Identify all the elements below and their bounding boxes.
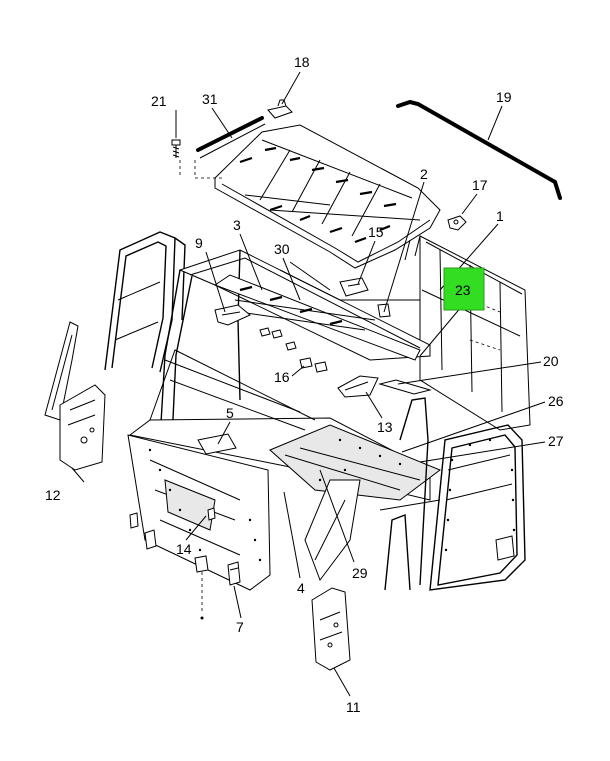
callout-17[interactable]: 17 — [472, 177, 488, 193]
callout-19[interactable]: 19 — [496, 89, 512, 105]
callout-5[interactable]: 5 — [226, 405, 234, 421]
screw-21 — [171, 139, 181, 178]
callout-14[interactable]: 14 — [176, 541, 192, 557]
pillar-trim — [44, 321, 79, 421]
bracket-9 — [214, 304, 251, 326]
callout-15[interactable]: 15 — [368, 224, 384, 240]
callout-26[interactable]: 26 — [548, 393, 564, 409]
callout-29[interactable]: 29 — [352, 565, 368, 581]
panel-13 — [337, 375, 379, 398]
callout-13[interactable]: 13 — [377, 419, 393, 435]
clips-16 — [259, 327, 328, 373]
callout-1[interactable]: 1 — [496, 208, 504, 224]
clip-18 — [267, 99, 293, 119]
loose-part-14b — [144, 529, 157, 550]
left-door-frame — [104, 231, 186, 373]
callout-23[interactable]: 23 — [455, 282, 471, 298]
callout-31[interactable]: 31 — [202, 91, 218, 107]
callout-labels: 18 21 31 19 2 17 1 15 3 9 30 23 20 16 13… — [45, 54, 564, 715]
side-panel-12 — [59, 384, 106, 471]
plate-5 — [197, 433, 237, 455]
rear-wall — [404, 235, 531, 431]
callout-30[interactable]: 30 — [274, 241, 290, 257]
roof-trim-left — [194, 116, 266, 179]
right-door — [429, 424, 526, 591]
roof-trim-right — [396, 99, 562, 200]
corner-panel-11 — [311, 587, 351, 671]
bracket-7 — [227, 561, 241, 586]
callout-18[interactable]: 18 — [294, 54, 310, 70]
clip-17 — [447, 215, 467, 231]
loose-part-clip — [194, 555, 209, 620]
callout-2[interactable]: 2 — [420, 166, 428, 182]
callout-11[interactable]: 11 — [346, 699, 361, 715]
leader-lines — [71, 71, 546, 697]
callout-7[interactable]: 7 — [236, 619, 244, 635]
roof-bows — [213, 261, 421, 361]
callout-3[interactable]: 3 — [233, 217, 241, 233]
callout-21[interactable]: 21 — [151, 93, 167, 109]
callout-16[interactable]: 16 — [274, 369, 290, 385]
strip-20 — [378, 379, 432, 395]
callout-20[interactable]: 20 — [543, 353, 559, 369]
callout-12[interactable]: 12 — [45, 487, 61, 503]
loose-part-14c — [207, 507, 216, 521]
bracket-15 — [339, 277, 369, 297]
callout-23-highlight[interactable] — [443, 267, 485, 311]
callout-4[interactable]: 4 — [297, 580, 305, 596]
roof-panel — [214, 124, 441, 269]
callout-27[interactable]: 27 — [548, 433, 564, 449]
callout-9[interactable]: 9 — [195, 235, 203, 251]
loose-part-14a — [129, 512, 139, 529]
